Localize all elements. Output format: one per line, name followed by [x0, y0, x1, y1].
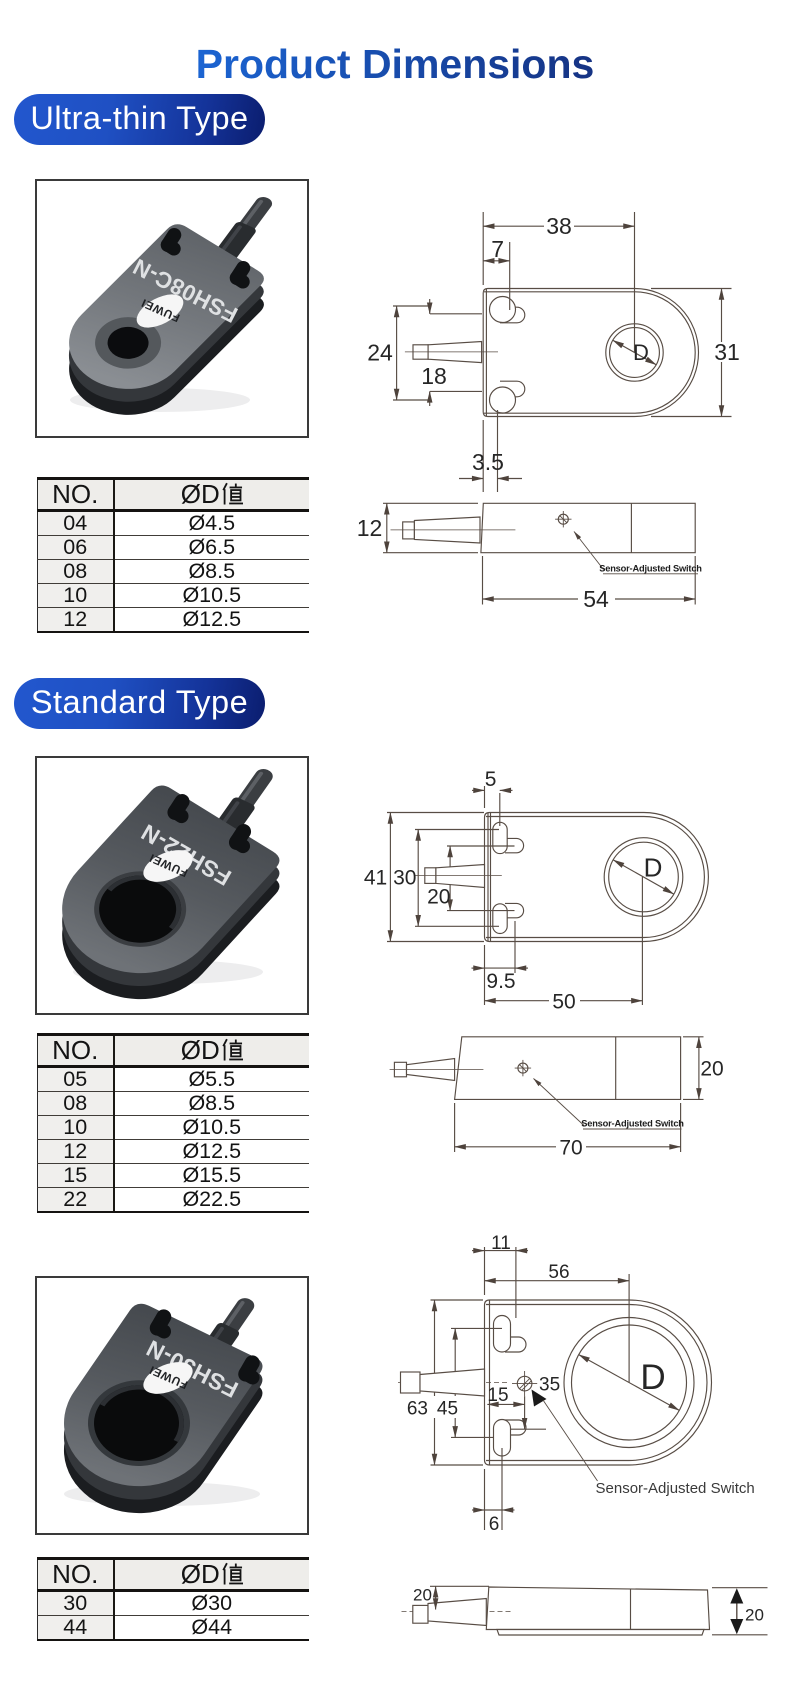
svg-text:15: 15: [487, 1385, 508, 1406]
svg-text:50: 50: [552, 990, 575, 1013]
svg-text:Sensor-Adjusted Switch: Sensor-Adjusted Switch: [596, 1480, 755, 1497]
svg-text:Sensor-Adjusted Switch: Sensor-Adjusted Switch: [581, 1119, 684, 1129]
svg-text:24: 24: [367, 340, 393, 366]
svg-text:54: 54: [583, 586, 609, 612]
svg-text:56: 56: [548, 1262, 569, 1283]
svg-text:6: 6: [489, 1514, 500, 1535]
svg-text:5: 5: [485, 768, 497, 791]
svg-text:20: 20: [413, 1586, 432, 1605]
svg-text:30: 30: [393, 867, 416, 890]
svg-text:70: 70: [559, 1136, 582, 1159]
svg-text:63: 63: [407, 1399, 428, 1420]
svg-text:31: 31: [714, 339, 740, 365]
svg-text:35: 35: [539, 1375, 560, 1396]
svg-text:12: 12: [357, 515, 383, 541]
svg-text:20: 20: [745, 1605, 764, 1624]
svg-text:D: D: [644, 853, 663, 883]
svg-text:Sensor-Adjusted Switch: Sensor-Adjusted Switch: [599, 564, 702, 574]
svg-text:3.5: 3.5: [472, 449, 504, 475]
svg-text:20: 20: [700, 1058, 723, 1081]
svg-text:D: D: [640, 1358, 665, 1397]
svg-text:45: 45: [437, 1399, 458, 1420]
svg-text:9.5: 9.5: [486, 970, 515, 993]
svg-text:11: 11: [491, 1233, 511, 1254]
svg-text:D: D: [633, 340, 649, 365]
svg-text:20: 20: [427, 886, 450, 909]
svg-text:18: 18: [421, 363, 447, 389]
svg-text:41: 41: [364, 867, 387, 890]
svg-text:7: 7: [491, 236, 504, 262]
svg-text:38: 38: [546, 213, 572, 239]
